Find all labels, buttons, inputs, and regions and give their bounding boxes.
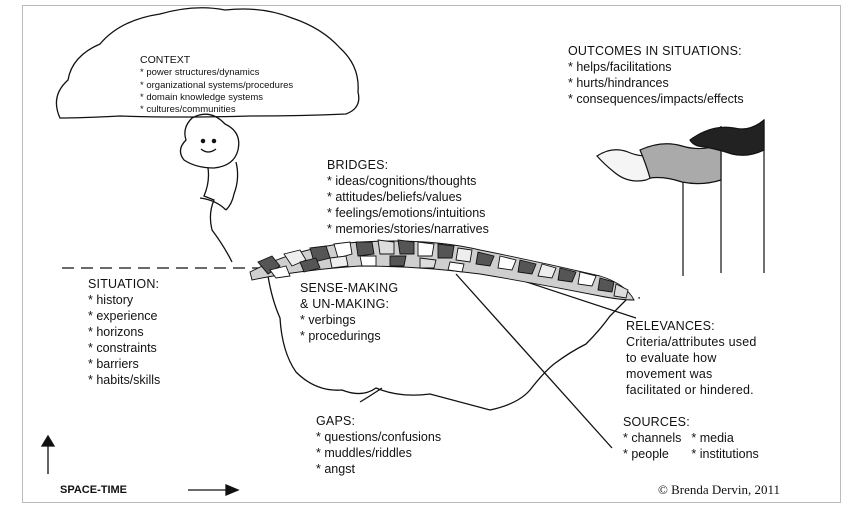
sense-making-title: SENSE-MAKING [300, 280, 398, 296]
bridges-item: memories/stories/narratives [327, 221, 489, 237]
sources-block: SOURCES: channels media people instituti… [623, 414, 759, 462]
bridges-block: BRIDGES: ideas/cognitions/thoughts attit… [327, 157, 489, 237]
relevances-line: to evaluate how [626, 350, 757, 366]
sources-item: media [691, 430, 758, 446]
relevances-title: RELEVANCES: [626, 318, 757, 334]
outcomes-item: consequences/impacts/effects [568, 91, 744, 107]
outcomes-block: OUTCOMES IN SITUATIONS: helps/facilitati… [568, 43, 744, 107]
gap-pointer [360, 388, 382, 402]
gaps-item: angst [316, 461, 441, 477]
relevances-block: RELEVANCES: Criteria/attributes used to … [626, 318, 757, 398]
sense-making-item: verbings [300, 312, 398, 328]
flag-checkered [640, 144, 721, 184]
sense-making-item: procedurings [300, 328, 398, 344]
gaps-title: GAPS: [316, 413, 441, 429]
outcomes-item: helps/facilitations [568, 59, 744, 75]
situation-list: history experience horizons constraints … [88, 292, 160, 388]
person-head [180, 114, 238, 168]
context-item: cultures/communities [140, 104, 293, 116]
sense-making-title-2: & UN-MAKING: [300, 296, 398, 312]
context-list: power structures/dynamics organizational… [140, 67, 293, 116]
context-block: CONTEXT power structures/dynamics organi… [140, 54, 293, 116]
sources-list: channels media people institutions [623, 430, 759, 462]
situation-item: habits/skills [88, 372, 160, 388]
bridges-item: ideas/cognitions/thoughts [327, 173, 489, 189]
context-title: CONTEXT [140, 54, 293, 67]
bridges-item: attitudes/beliefs/values [327, 189, 489, 205]
relevances-line: movement was [626, 366, 757, 382]
context-item: organizational systems/procedures [140, 80, 293, 92]
space-time-label: SPACE-TIME [60, 483, 127, 497]
sources-item: channels [623, 430, 681, 446]
stem-right [226, 162, 238, 210]
sources-item: institutions [691, 446, 758, 462]
outcomes-item: hurts/hindrances [568, 75, 744, 91]
situation-item: history [88, 292, 160, 308]
flags [597, 120, 764, 276]
situation-item: horizons [88, 324, 160, 340]
situation-item: barriers [88, 356, 160, 372]
sense-making-block: SENSE-MAKING & UN-MAKING: verbings proce… [300, 280, 398, 344]
sense-making-list: verbings procedurings [300, 312, 398, 344]
situation-item: constraints [88, 340, 160, 356]
outcomes-title: OUTCOMES IN SITUATIONS: [568, 43, 744, 59]
relevances-line: Criteria/attributes used [626, 334, 757, 350]
person-eye-left [201, 139, 204, 142]
bridges-title: BRIDGES: [327, 157, 489, 173]
situation-block: SITUATION: history experience horizons c… [88, 276, 160, 388]
context-item: domain knowledge systems [140, 92, 293, 104]
sources-item: people [623, 446, 681, 462]
source-line [456, 274, 612, 448]
copyright: © Brenda Dervin, 2011 [658, 482, 780, 499]
person-smile [201, 149, 216, 152]
gaps-list: questions/confusions muddles/riddles ang… [316, 429, 441, 477]
situation-item: experience [88, 308, 160, 324]
situation-title: SITUATION: [88, 276, 160, 292]
person-body-road [204, 168, 232, 262]
sources-title: SOURCES: [623, 414, 759, 430]
bridges-item: feelings/emotions/intuitions [327, 205, 489, 221]
gaps-item: questions/confusions [316, 429, 441, 445]
bridges-list: ideas/cognitions/thoughts attitudes/beli… [327, 173, 489, 237]
gaps-block: GAPS: questions/confusions muddles/riddl… [316, 413, 441, 477]
relevances-line: facilitated or hindered. [626, 382, 757, 398]
context-item: power structures/dynamics [140, 67, 293, 79]
outcomes-list: helps/facilitations hurts/hindrances con… [568, 59, 744, 107]
gaps-item: muddles/riddles [316, 445, 441, 461]
person-eye-right [212, 139, 215, 142]
